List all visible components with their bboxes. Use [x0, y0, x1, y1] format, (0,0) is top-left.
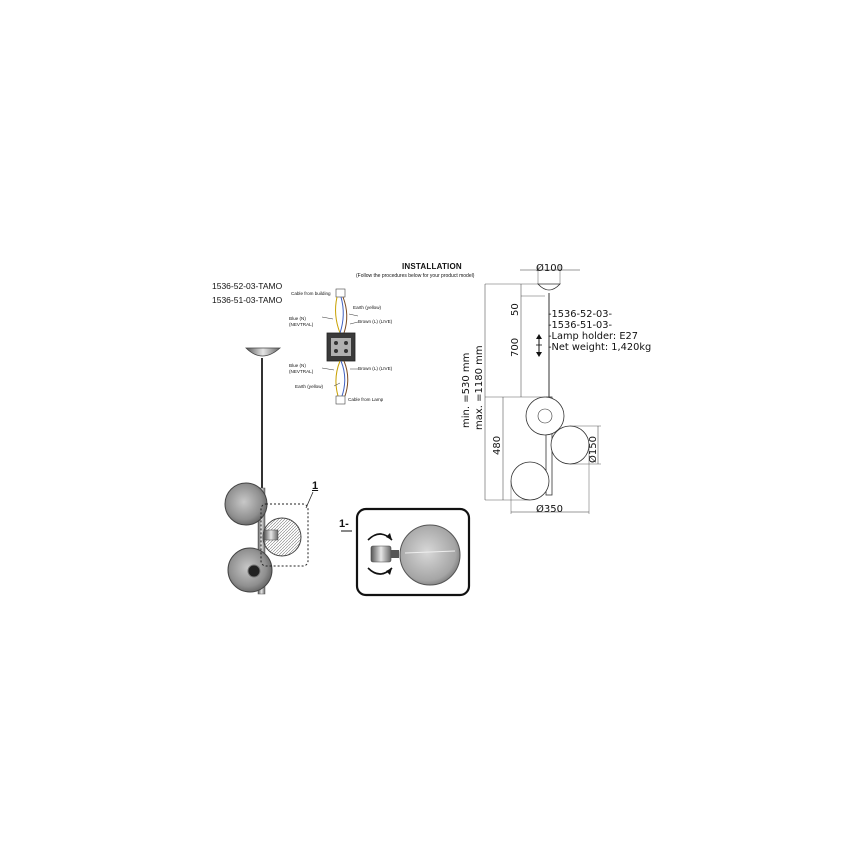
globe-top: [525, 396, 565, 436]
wire-label-cable-from-building: Cable from building: [291, 291, 331, 296]
wire-label-blue-bottom: Blue (N): [289, 363, 306, 368]
spec-net-weight: -Net weight: 1,420kg: [548, 342, 652, 353]
wire-label-brown-top: Brown (L) (LIVE): [358, 319, 393, 324]
wire-label-earth-top: Earth (yellow): [353, 305, 382, 310]
detail-label: 1-: [339, 518, 349, 530]
wire-label-earth-bottom: Earth (yellow): [295, 384, 324, 389]
installation-title: INSTALLATION: [402, 262, 462, 271]
dim-canopy-diameter: Ø100: [536, 263, 563, 274]
lamp-illustration: [224, 347, 314, 595]
globe-bottom: [510, 461, 550, 501]
spec-model-2: -1536-51-03-: [548, 320, 613, 331]
dim-total-width: Ø350: [536, 504, 563, 515]
dim-canopy-height: 50: [510, 303, 521, 316]
wire-label-blue-top: Blue (N): [289, 316, 306, 321]
callout-label: 1: [312, 480, 319, 492]
model-code-2: 1536-51-03-TAMO: [212, 295, 283, 305]
dim-lower-height: 480: [492, 435, 503, 455]
lamp-holder-middle: [263, 529, 279, 541]
wire-label-neutral-top: (NEVTRAL): [289, 322, 314, 327]
suspension-rod: [261, 358, 263, 488]
canopy: [537, 283, 561, 291]
spec-lamp-holder: -Lamp holder: E27: [548, 331, 638, 342]
wire-label-neutral-bottom: (NEVTRAL): [289, 369, 314, 374]
glass-globe-middle: [262, 517, 302, 557]
callout-leader: [305, 491, 314, 509]
detail-lamp-holder: [370, 545, 392, 563]
ceiling-canopy: [245, 347, 282, 357]
dim-globe-diameter: Ø150: [588, 436, 599, 463]
detail-glass-globe: [399, 524, 461, 586]
glass-globe-top: [224, 482, 268, 526]
lamp-holder-bottom: [247, 564, 261, 578]
dim-min-length: min. =530 mm: [461, 352, 472, 428]
wire-label-brown-bottom: Brown (L) (LIVE): [358, 366, 393, 371]
installation-subtitle: (Follow the procedures below for your pr…: [356, 273, 475, 279]
wiring-diagram: [321, 288, 359, 405]
globe-middle: [550, 425, 590, 465]
spec-model-1: -1536-52-03-: [548, 309, 613, 320]
model-code-1: 1536-52-03-TAMO: [212, 281, 283, 291]
dimension-drawing: [484, 265, 601, 514]
dim-max-length: max. =1180 mm: [474, 345, 485, 430]
wire-label-cable-from-lamp: Cable from Lamp: [348, 397, 384, 402]
detail-view: [341, 507, 471, 597]
dim-rod-length: 700: [510, 337, 521, 357]
